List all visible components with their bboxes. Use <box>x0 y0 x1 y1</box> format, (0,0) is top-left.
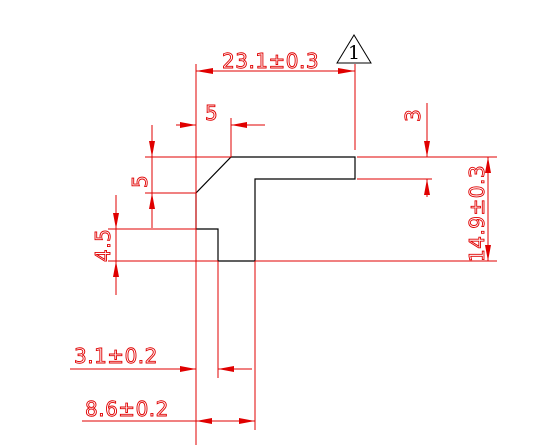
dim-overall-height-label: 14.9±0.3 <box>465 165 489 262</box>
dim-top-step <box>176 118 265 157</box>
dim-lower-step-label: 4.5 <box>91 229 115 262</box>
dim-foot-width-label: 8.6±0.2 <box>85 397 169 421</box>
dim-chamfer-height-label: 5 <box>128 175 152 188</box>
dim-top-thickness <box>357 103 432 197</box>
dim-top-thickness-label: 3 <box>401 109 425 122</box>
dim-overall-height <box>255 156 497 262</box>
dim-inner-offset <box>70 261 252 378</box>
datum-label: 1 <box>348 42 360 64</box>
dim-overall-width <box>195 64 356 445</box>
dim-lower-step <box>108 195 218 295</box>
triangle-icon: 1 <box>336 34 372 64</box>
dim-foot-width <box>82 261 256 430</box>
dim-inner-offset-label: 3.1±0.2 <box>74 344 158 368</box>
dim-overall-width-label: 23.1±0.3 <box>222 49 319 73</box>
profile-outline <box>195 156 356 262</box>
dim-top-step-label: 5 <box>205 101 218 125</box>
dim-chamfer-height <box>145 125 231 228</box>
